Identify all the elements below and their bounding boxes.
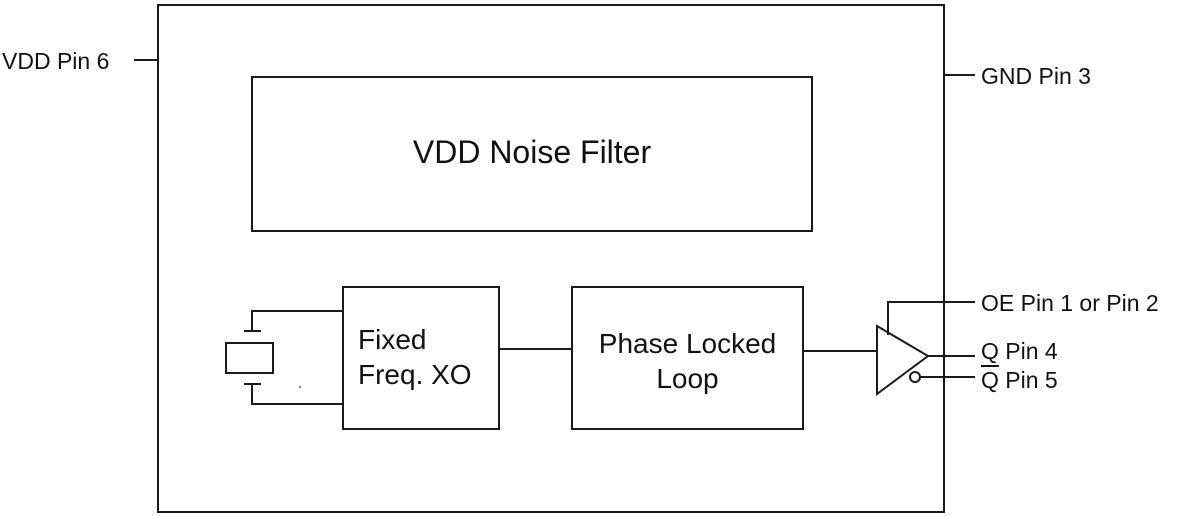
q-pin-label: Q Pin 4	[981, 338, 1058, 364]
oe-pin-label: OE Pin 1 or Pin 2	[981, 290, 1159, 316]
noise-filter-title: VDD Noise Filter	[412, 134, 652, 170]
gnd-pin-label: GND Pin 3	[981, 63, 1091, 89]
xo-label-line2: Freq. XO	[358, 359, 472, 390]
noise-filter-block	[251, 76, 813, 232]
xo-block	[342, 286, 500, 430]
xo-label-line1: Fixed	[358, 324, 427, 355]
tristate-buffer-icon	[876, 301, 975, 396]
crystal-resonator-icon	[225, 310, 343, 405]
stray-dot	[299, 386, 301, 388]
qbar-pin-label: Q Pin 5	[981, 369, 1058, 392]
xo-label: Fixed Freq. XO	[358, 322, 472, 392]
vdd-pin-label: VDD Pin 6	[2, 48, 110, 74]
package-outline	[157, 4, 945, 513]
pll-label-line1: Phase Locked	[598, 328, 777, 359]
pll-label: Phase Locked Loop	[572, 326, 803, 396]
pll-label-line2: Loop	[656, 363, 719, 394]
qbar-symbol: Q	[981, 367, 999, 393]
pll-block	[571, 286, 804, 430]
qbar-suffix: Pin 5	[998, 367, 1058, 393]
